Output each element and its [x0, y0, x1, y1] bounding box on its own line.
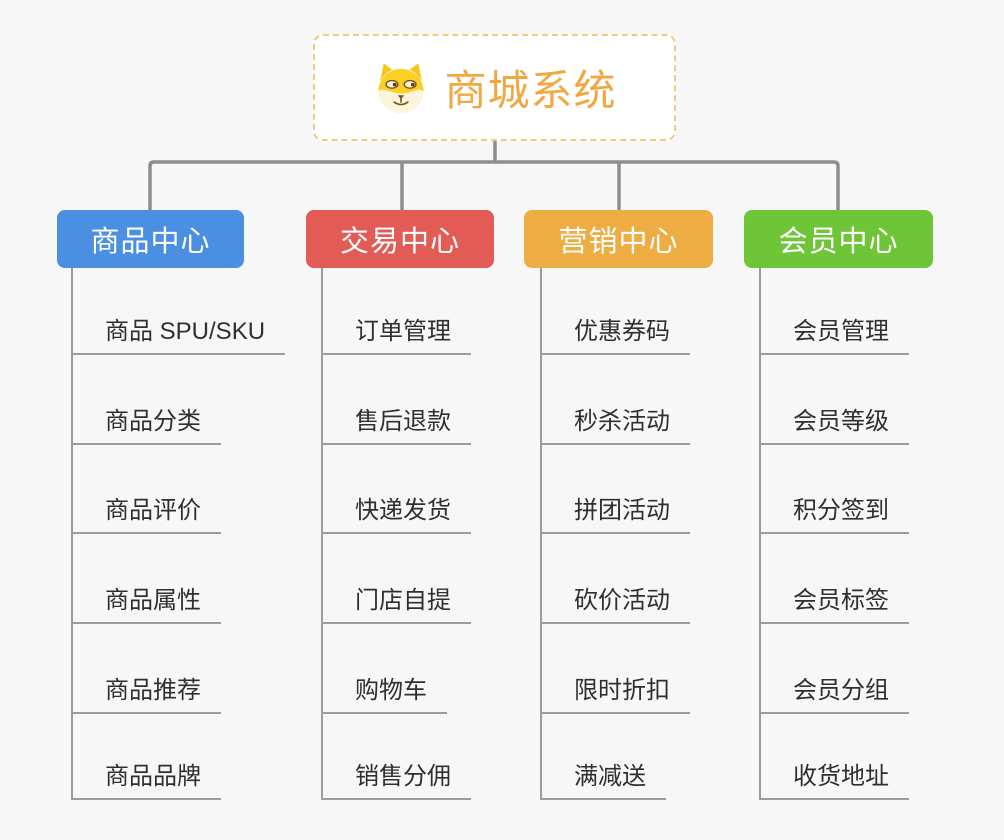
branch-label: 会员中心 [778, 226, 899, 258]
leaf-item[interactable]: 收货地址 [761, 761, 909, 800]
branch-header-members[interactable]: 会员中心 [744, 210, 933, 268]
leaf-item[interactable]: 积分签到 [761, 495, 909, 534]
root-title: 商城系统 [444, 67, 617, 114]
branch-leaves-trade: 订单管理售后退款快递发货门店自提购物车销售分佣 [321, 268, 571, 800]
leaf-item[interactable]: 商品品牌 [73, 761, 221, 800]
branch-header-products[interactable]: 商品中心 [57, 210, 244, 268]
leaf-item[interactable]: 会员等级 [761, 406, 909, 445]
leaf-item[interactable]: 满减送 [542, 761, 666, 800]
leaf-item[interactable]: 快递发货 [323, 495, 471, 534]
branch-header-marketing[interactable]: 营销中心 [524, 210, 713, 268]
leaf-item[interactable]: 秒杀活动 [542, 406, 690, 445]
leaf-item[interactable]: 销售分佣 [323, 761, 471, 800]
leaf-item[interactable]: 优惠券码 [542, 316, 690, 355]
leaf-item[interactable]: 会员分组 [761, 675, 909, 714]
root-node[interactable]: 商城系统 [313, 34, 676, 141]
branch-label: 营销中心 [558, 226, 679, 258]
leaf-item[interactable]: 会员管理 [761, 316, 909, 355]
leaf-item[interactable]: 门店自提 [323, 585, 471, 624]
leaf-item[interactable]: 商品推荐 [73, 675, 221, 714]
branch-label: 商品中心 [90, 226, 211, 258]
leaf-item[interactable]: 拼团活动 [542, 495, 690, 534]
branch-header-trade[interactable]: 交易中心 [306, 210, 494, 268]
branch-leaves-members: 会员管理会员等级积分签到会员标签会员分组收货地址 [759, 268, 1004, 800]
leaf-item[interactable]: 限时折扣 [542, 675, 690, 714]
branch-leaves-products: 商品 SPU/SKU 商品分类商品评价商品属性商品推荐商品品牌 [71, 268, 321, 800]
leaf-item[interactable]: 购物车 [323, 675, 447, 714]
branch-label: 交易中心 [339, 226, 460, 258]
leaf-item[interactable]: 商品分类 [73, 406, 221, 445]
leaf-item[interactable]: 砍价活动 [542, 585, 690, 624]
leaf-item[interactable]: 商品属性 [73, 585, 221, 624]
branch-leaves-marketing: 优惠券码秒杀活动拼团活动砍价活动限时折扣满减送 [540, 268, 790, 800]
leaf-item[interactable]: 售后退款 [323, 406, 471, 445]
leaf-item[interactable]: 商品 SPU/SKU [73, 316, 286, 355]
leaf-item[interactable]: 商品评价 [73, 495, 221, 534]
leaf-item[interactable]: 订单管理 [323, 316, 471, 355]
dog-face-icon [372, 59, 430, 117]
leaf-item[interactable]: 会员标签 [761, 585, 909, 624]
